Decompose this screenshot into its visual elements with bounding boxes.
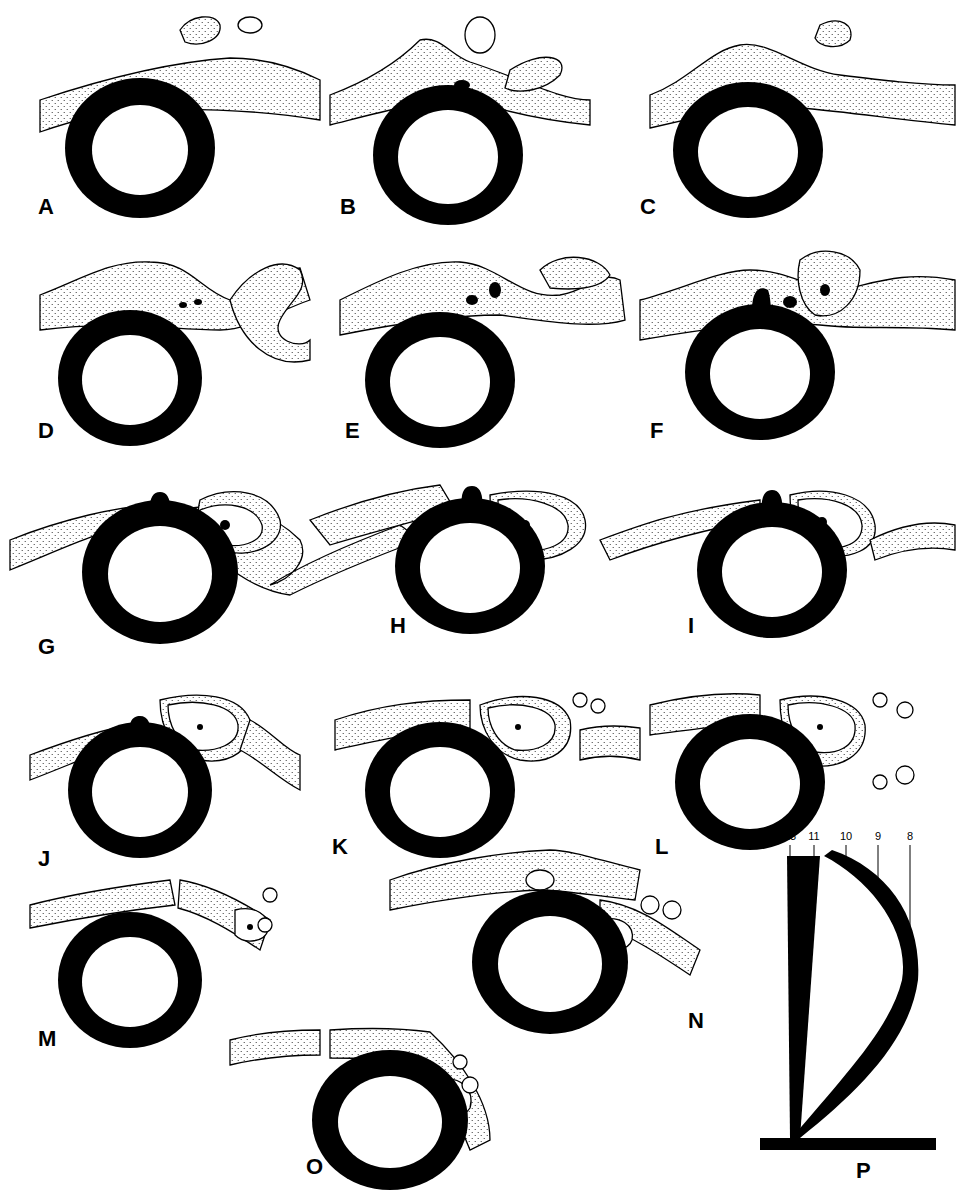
panel-letter: J — [38, 848, 50, 870]
callout-number: 8 — [907, 831, 913, 842]
callout-number: 11 — [808, 831, 819, 842]
panel-letter: O — [306, 1156, 323, 1178]
panel-letter: F — [650, 420, 663, 442]
panel-letter: A — [38, 196, 54, 218]
panel-letter: G — [38, 636, 55, 658]
panel-letter: B — [340, 196, 356, 218]
panel-letter: K — [332, 836, 348, 858]
panel-letter: L — [655, 836, 668, 858]
panel-letter: P — [856, 1160, 871, 1182]
panel-letter: I — [688, 615, 694, 637]
panel-letter: D — [38, 420, 54, 442]
callout-number: 9 — [875, 831, 881, 842]
panel-letter: N — [688, 1010, 704, 1032]
panel-letter: E — [345, 420, 360, 442]
callout-number: 13 — [784, 831, 796, 842]
panel-letter: M — [38, 1028, 56, 1050]
panel-letter: H — [390, 615, 406, 637]
callout-number: 10 — [840, 831, 852, 842]
panel-letter: C — [640, 196, 656, 218]
